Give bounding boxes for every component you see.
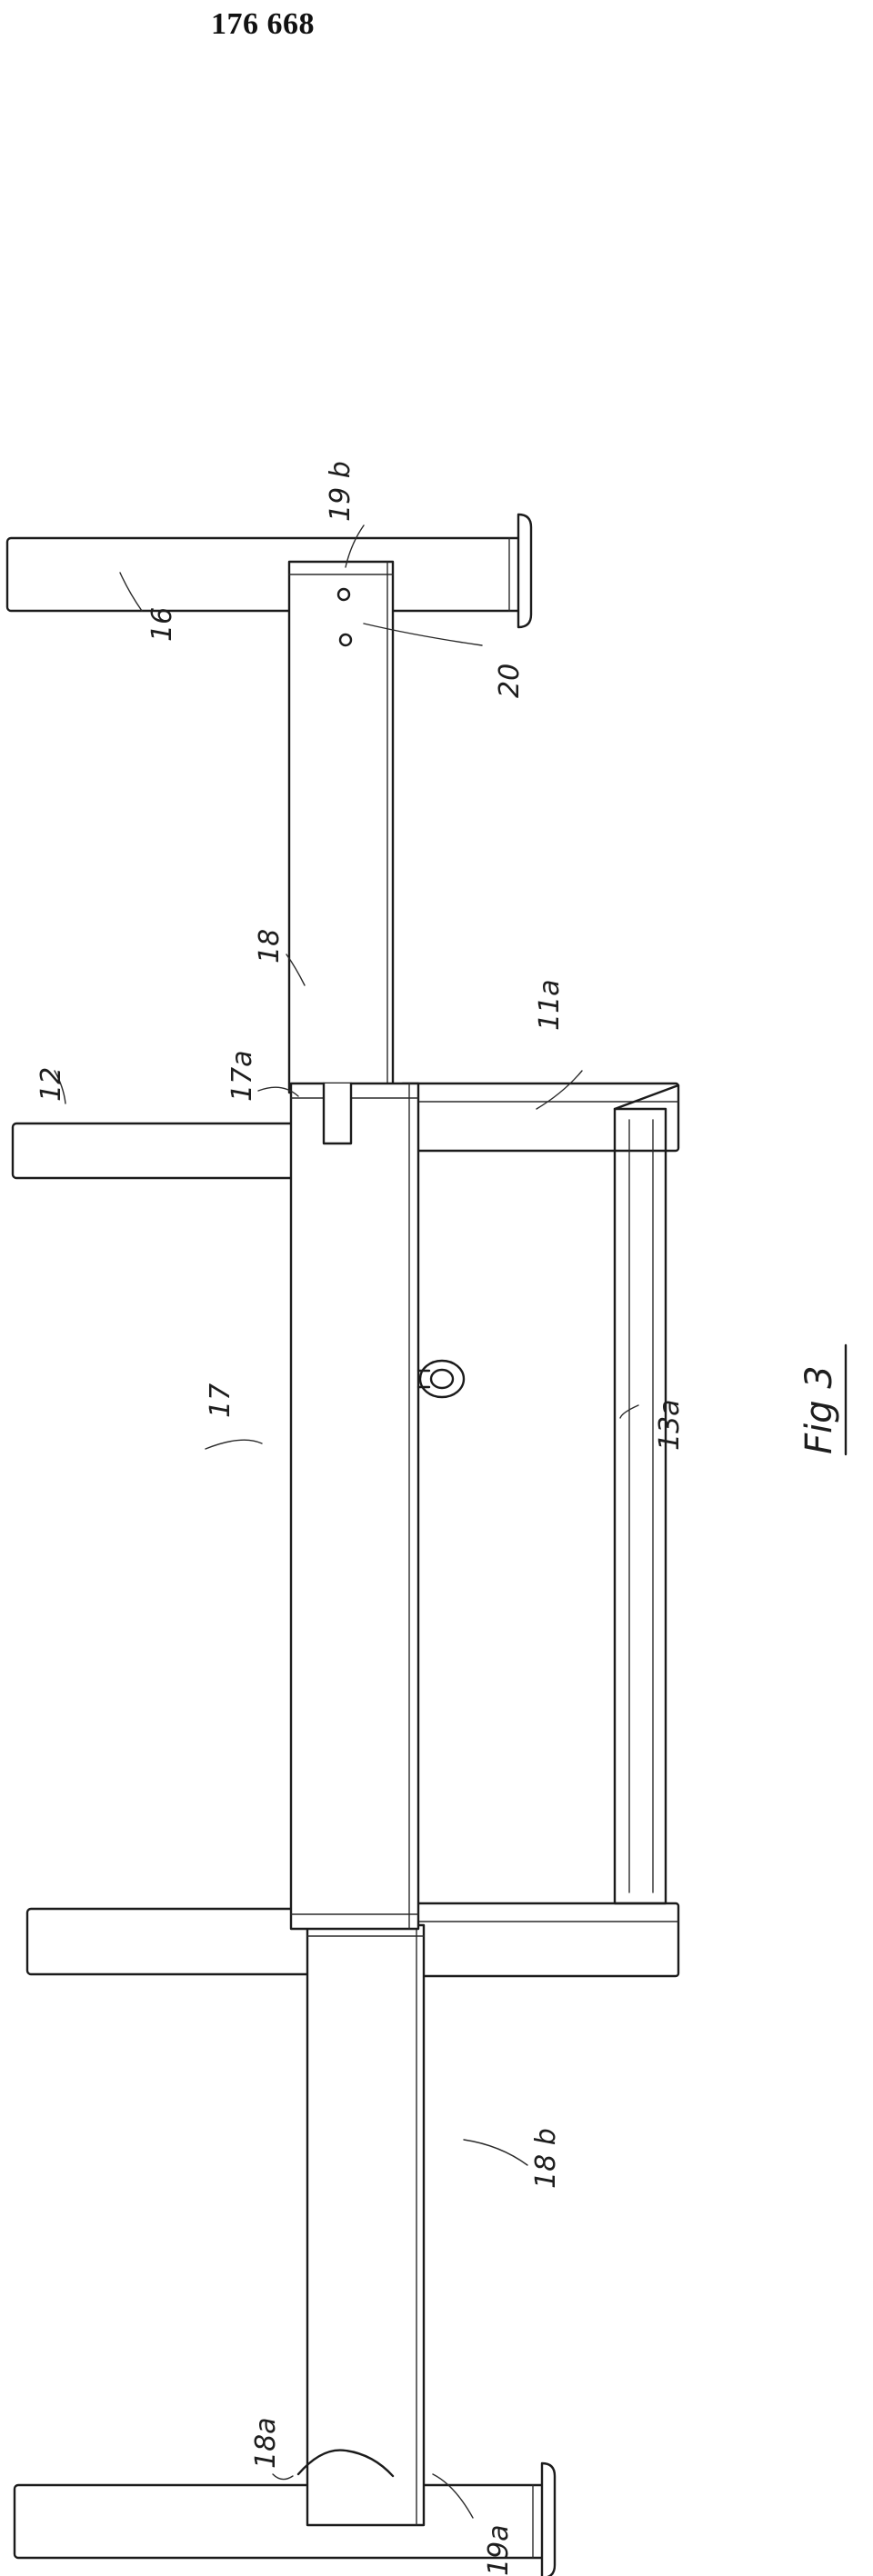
figure-caption: Fig 3 — [798, 1343, 848, 1456]
label-16: 16 — [146, 607, 178, 642]
label-20: 20 — [494, 664, 526, 698]
beam-18b — [306, 1923, 426, 2527]
bracket-18a — [296, 2449, 395, 2478]
label-19a: 19a — [483, 2524, 515, 2576]
label-18b: 18 b — [530, 2128, 562, 2189]
leg-bottom — [13, 2461, 557, 2576]
reference-labels: 16 19 b 20 18 17a 12 11a 17 13a 18 b 18a… — [35, 461, 686, 2576]
leg-11a — [398, 1082, 680, 1153]
page-number: 176 668 — [211, 7, 315, 41]
label-19b: 19 b — [325, 461, 356, 522]
beam-17 — [289, 1082, 466, 1931]
label-11a: 11a — [534, 979, 566, 1031]
label-17: 17 — [205, 1383, 236, 1418]
leader-lines — [54, 524, 639, 2519]
label-12: 12 — [35, 1067, 67, 1102]
label-18: 18 — [254, 929, 286, 964]
frame-13a — [613, 1083, 680, 1905]
beam-18 — [287, 560, 395, 1094]
leg-16 — [5, 513, 533, 629]
label-18a: 18a — [250, 2417, 282, 2469]
label-13a: 13a — [654, 1399, 686, 1451]
caption-text: Fig 3 — [798, 1365, 840, 1454]
label-17a: 17a — [226, 1050, 258, 1102]
